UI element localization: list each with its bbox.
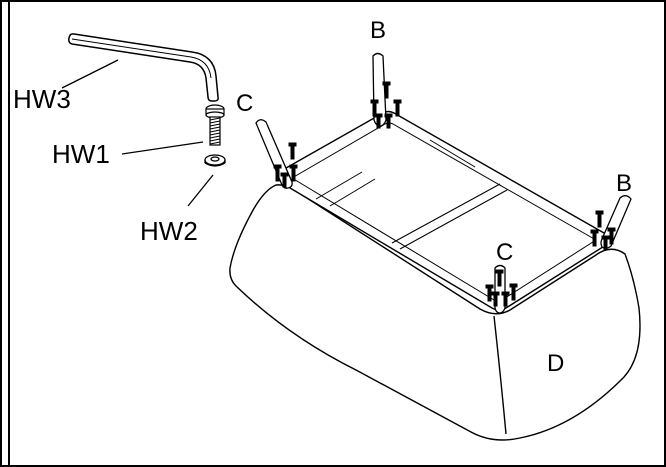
label-leg-b-right: B [616, 170, 632, 197]
leg-c-left-icon [255, 119, 293, 189]
label-leg-c-left: C [236, 90, 253, 117]
washer-hw2-icon [204, 154, 226, 167]
label-leg-c-front: C [496, 239, 513, 266]
label-base-d: D [547, 350, 564, 377]
bolt-hw1-icon [205, 104, 225, 146]
hex-key-hw3-icon [68, 33, 219, 102]
label-hw1: HW1 [52, 139, 110, 169]
ottoman-base-d [229, 110, 641, 441]
label-leg-b-back: B [370, 17, 386, 44]
label-hw3: HW3 [13, 84, 71, 114]
label-hw2: HW2 [140, 216, 198, 246]
corner-bolts [273, 81, 616, 307]
hardware-callouts [61, 59, 214, 207]
